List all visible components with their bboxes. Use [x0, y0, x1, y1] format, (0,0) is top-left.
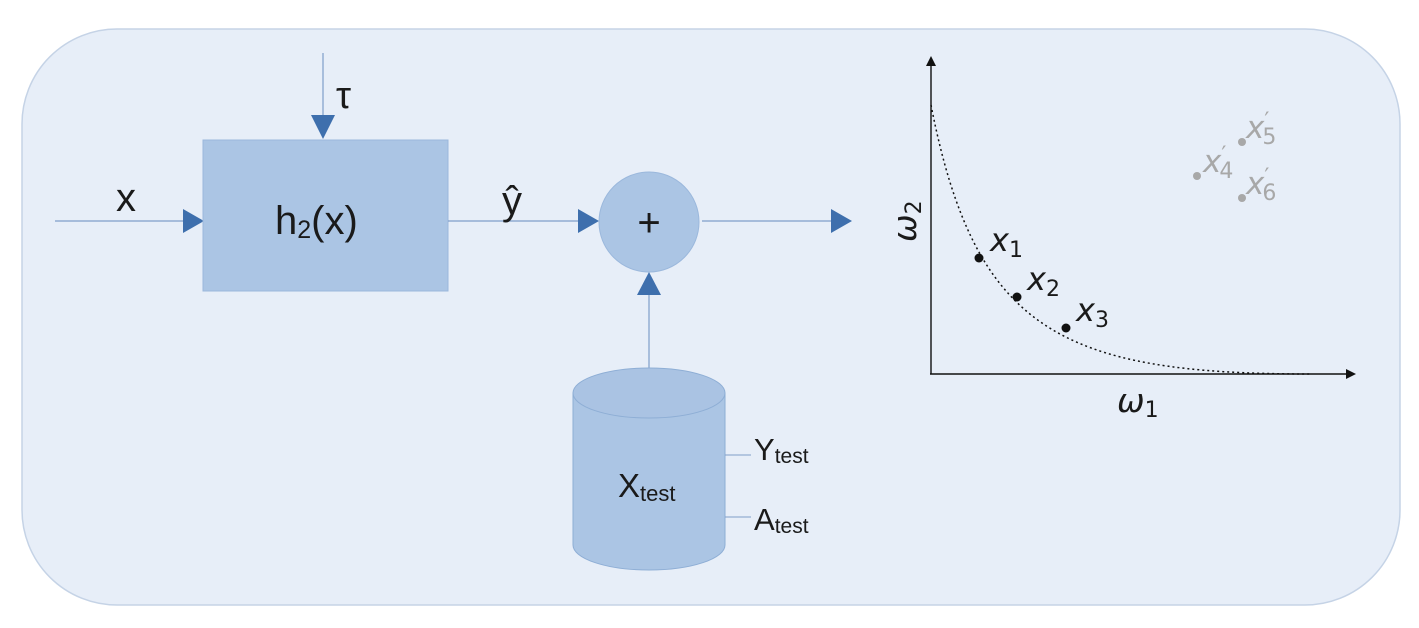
- point-x4-sub: 4: [1219, 159, 1233, 184]
- plot-y-axis-label-main: ω: [885, 214, 924, 242]
- model-block-label: h2(x): [275, 199, 358, 244]
- adder-label: +: [637, 201, 660, 245]
- model-block: [202, 139, 449, 292]
- database-body: [572, 392, 726, 571]
- tau-label: τ: [336, 75, 351, 117]
- point-x6-prime: ′: [1264, 165, 1269, 190]
- point-x6-main: x: [1245, 166, 1265, 202]
- output-a-test-main: A: [754, 502, 775, 537]
- point-x3-marker: [1061, 323, 1071, 333]
- point-x2-label: x2: [1026, 260, 1060, 302]
- database-link-arrowhead: [637, 272, 661, 295]
- point-x5-sub: 5: [1262, 125, 1276, 150]
- point-x2-sub: 2: [1046, 277, 1060, 302]
- plot-x-axis-label-main: ω: [1117, 381, 1145, 420]
- point-x5-marker: [1238, 138, 1246, 146]
- point-x1-sub: 1: [1009, 238, 1023, 263]
- input-arrowhead: [183, 209, 204, 233]
- database-label: Xtest: [618, 467, 675, 506]
- point-x1-marker: [974, 253, 984, 263]
- point-x2-main: x: [1026, 260, 1047, 298]
- output-y-test-main: Y: [754, 432, 775, 467]
- point-x4-marker: [1193, 172, 1201, 180]
- point-x2-marker: [1012, 292, 1022, 302]
- point-x4-prime: ′: [1221, 143, 1226, 168]
- output-a-test-sub: test: [775, 515, 809, 538]
- point-x5-label: x′5: [1245, 109, 1276, 150]
- point-x1-label: x1: [989, 221, 1023, 263]
- point-x3-label: x3: [1075, 291, 1109, 333]
- output-a-test-label: Atest: [754, 502, 809, 538]
- input-label: x: [116, 176, 136, 220]
- point-x4-label: x′4: [1202, 143, 1233, 184]
- point-x6-sub: 6: [1262, 181, 1276, 206]
- tau-arrowhead: [311, 115, 335, 139]
- database-label-sub: test: [640, 481, 675, 506]
- pareto-front-curve: [930, 104, 1311, 375]
- output-arrowhead: [831, 209, 852, 233]
- model-block-label-sub: 2: [297, 216, 311, 244]
- plot-y-axis-label: ω2: [885, 200, 927, 242]
- database-label-main: X: [618, 467, 640, 504]
- prediction-label: ŷ: [502, 179, 522, 223]
- point-x4-main: x: [1202, 144, 1222, 180]
- point-x6-label: x′6: [1245, 165, 1276, 206]
- output-y-test-label: Ytest: [754, 432, 809, 468]
- plot-x-axis-label: ω1: [1117, 381, 1159, 423]
- point-x5-main: x: [1245, 110, 1265, 146]
- plot-x-axis-label-sub: 1: [1145, 398, 1159, 423]
- point-x6-marker: [1238, 194, 1246, 202]
- plot-y-axis-label-sub: 2: [902, 200, 927, 214]
- database-top: [572, 367, 726, 419]
- prediction-arrowhead: [578, 209, 599, 233]
- output-y-test-sub: test: [775, 445, 809, 468]
- point-x3-sub: 3: [1095, 308, 1109, 333]
- model-block-label-main: h: [275, 199, 297, 243]
- model-block-label-suffix: (x): [311, 199, 358, 243]
- point-x5-prime: ′: [1264, 109, 1269, 134]
- point-x3-main: x: [1075, 291, 1096, 329]
- point-x1-main: x: [989, 221, 1010, 259]
